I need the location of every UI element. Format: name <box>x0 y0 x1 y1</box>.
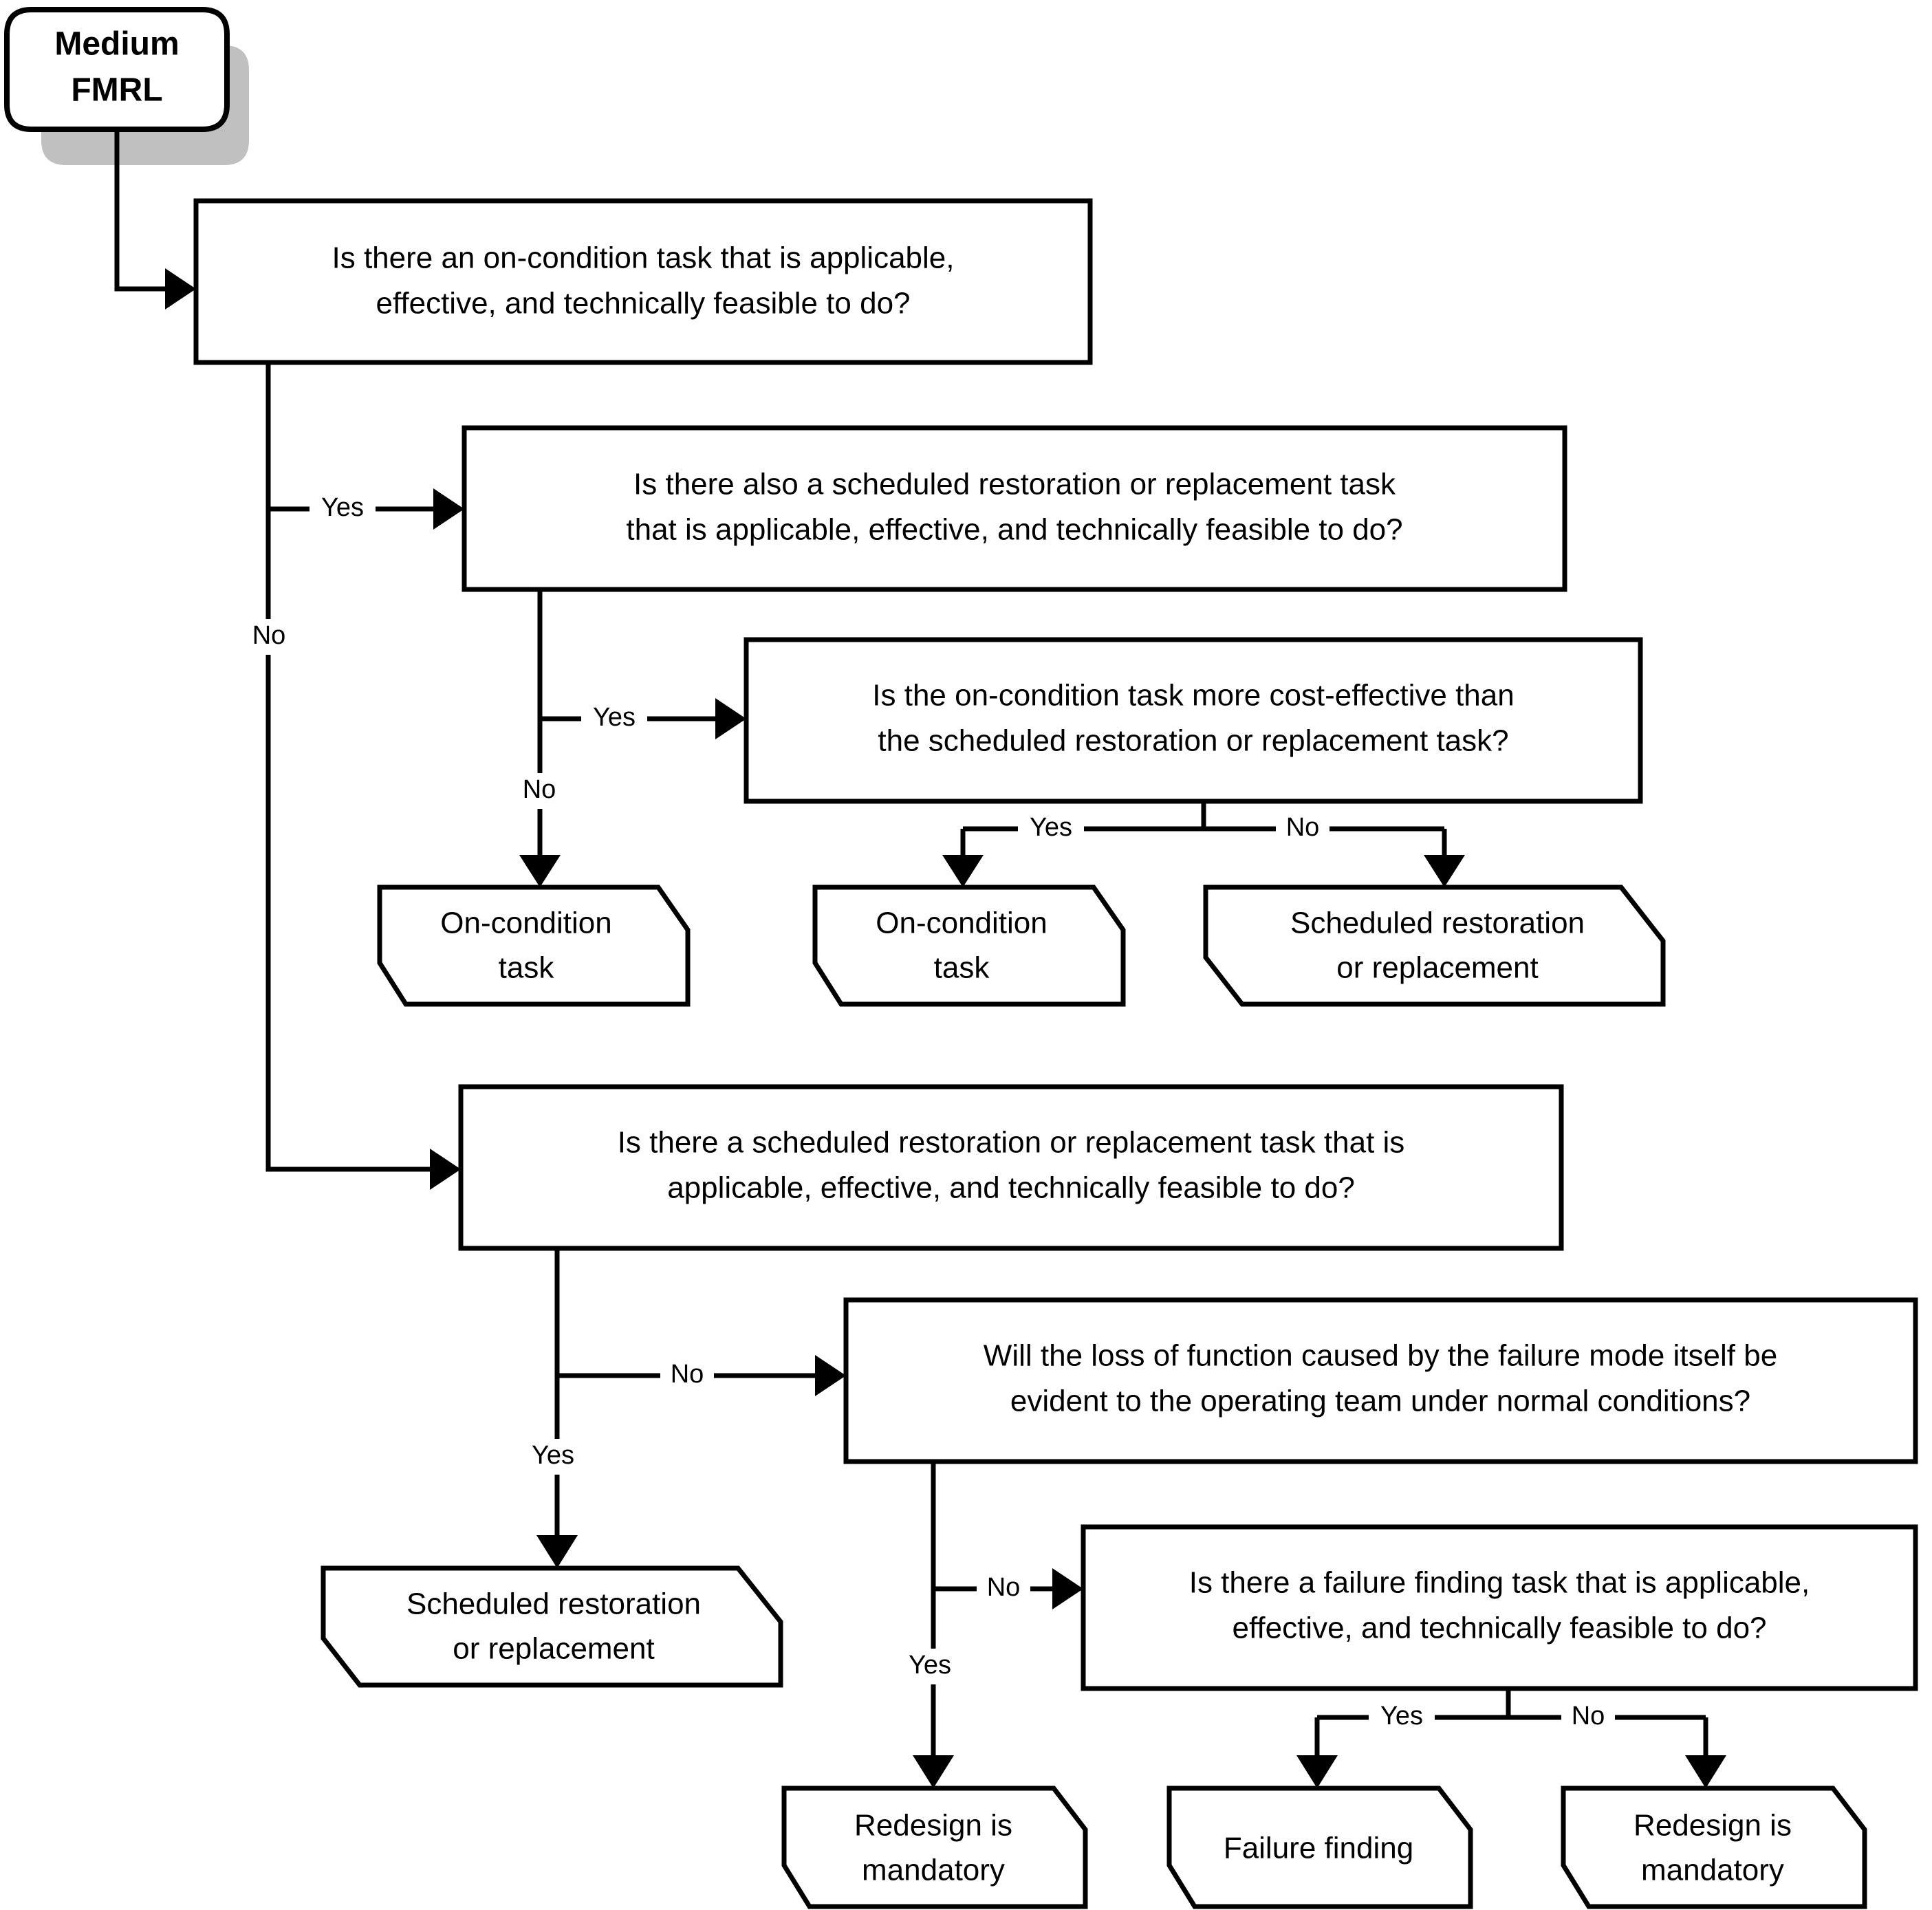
edge-label-d2-yes: Yes <box>593 703 636 732</box>
edge-label-d3-yes: Yes <box>1030 813 1072 842</box>
start-node-label-line2: FMRL <box>71 72 162 109</box>
edge-d1-no-to-d4: No <box>242 362 461 1190</box>
edge-label-d5-yes: Yes <box>909 1651 951 1680</box>
arrowhead-d6-yes-to-t6 <box>1296 1755 1338 1788</box>
edge-label-d1-yes: Yes <box>321 493 364 522</box>
arrowhead-d2-yes-to-d3 <box>715 698 746 739</box>
arrowhead-d1-yes-to-d2 <box>433 488 464 530</box>
t5-text-line2: mandatory <box>862 1854 1005 1887</box>
d3-box <box>744 637 1643 804</box>
d2-text-line1: Is there also a scheduled restoration or… <box>633 468 1396 501</box>
edge-d2-yes-to-d3: Yes <box>540 698 746 739</box>
arrowhead-d1-no-to-d4 <box>430 1149 461 1190</box>
t3-text-line1: Scheduled restoration <box>1290 907 1585 940</box>
arrowhead-d5-yes-to-t5 <box>913 1755 954 1788</box>
arrowhead-d2-no-to-t1 <box>519 855 561 887</box>
d3-text-line2: the scheduled restoration or replacement… <box>878 724 1508 758</box>
edge-d2-no-to-t1: No <box>512 589 566 887</box>
edge-d5-no-to-d6: No <box>933 1568 1083 1609</box>
edge-d1-yes-to-d2: Yes <box>268 488 464 530</box>
start-node-body <box>4 7 230 132</box>
edge-d3-branch: Yes No <box>942 801 1465 887</box>
d6-text-line1: Is there a failure finding task that is … <box>1189 1566 1810 1600</box>
t2-text-line2: task <box>934 951 990 985</box>
t5-box <box>781 1786 1088 1909</box>
edge-label-d6-yes: Yes <box>1380 1702 1423 1730</box>
edge-label-d2-no: No <box>523 775 556 804</box>
d2-box <box>462 425 1567 592</box>
t2-box <box>812 885 1126 1007</box>
t2-text-line1: On-condition <box>876 907 1047 940</box>
edge-d6-branch: Yes No <box>1296 1689 1726 1788</box>
arrowhead-d3-no-to-t3 <box>1424 855 1465 887</box>
d4-text-line1: Is there a scheduled restoration or repl… <box>618 1126 1405 1160</box>
edge-label-d4-yes: Yes <box>532 1441 574 1470</box>
t4-text-line2: or replacement <box>453 1632 654 1666</box>
edge-label-d5-no: No <box>987 1573 1021 1602</box>
arrowhead-d3-yes-to-t2 <box>942 855 984 887</box>
arrowhead-d5-no-to-d6 <box>1052 1568 1083 1609</box>
t7-text-line1: Redesign is <box>1633 1809 1792 1843</box>
t4-text-line1: Scheduled restoration <box>406 1587 701 1621</box>
d6-box <box>1081 1524 1918 1691</box>
node-decision-d2[interactable]: Is there also a scheduled restoration or… <box>462 425 1567 592</box>
node-start-medium-fmrl[interactable]: Medium FMRL <box>4 7 249 165</box>
edge-label-d6-no: No <box>1572 1702 1605 1730</box>
d3-text-line1: Is the on-condition task more cost-effec… <box>872 679 1514 713</box>
t3-box <box>1203 885 1666 1007</box>
arrowhead-d6-no-to-t7 <box>1685 1755 1726 1788</box>
node-decision-d5[interactable]: Will the loss of function caused by the … <box>843 1297 1918 1464</box>
edge-start-to-d1 <box>114 129 196 310</box>
edge-d4-yes-to-t4: Yes <box>520 1248 586 1568</box>
d4-text-line2: applicable, effective, and technically f… <box>667 1171 1355 1205</box>
node-terminal-t5[interactable]: Redesign is mandatory <box>781 1786 1088 1909</box>
t6-text-line1: Failure finding <box>1224 1832 1413 1865</box>
arrowhead-start-to-d1 <box>165 268 196 310</box>
t1-text-line2: task <box>499 951 555 985</box>
node-decision-d3[interactable]: Is the on-condition task more cost-effec… <box>744 637 1643 804</box>
node-terminal-t2[interactable]: On-condition task <box>812 885 1126 1007</box>
t1-box <box>377 885 691 1007</box>
node-decision-d4[interactable]: Is there a scheduled restoration or repl… <box>458 1084 1564 1251</box>
node-decision-d6[interactable]: Is there a failure finding task that is … <box>1081 1524 1918 1691</box>
node-decision-d1[interactable]: Is there an on-condition task that is ap… <box>193 198 1093 365</box>
arrowhead-d4-no-to-d5 <box>815 1355 846 1396</box>
t3-text-line2: or replacement <box>1336 951 1538 985</box>
edge-label-d4-no: No <box>671 1360 704 1389</box>
node-terminal-t4[interactable]: Scheduled restoration or replacement <box>321 1565 783 1688</box>
d4-box <box>458 1084 1564 1251</box>
t4-box <box>321 1565 783 1688</box>
edge-d5-yes-to-t5: Yes <box>897 1462 963 1788</box>
t7-text-line2: mandatory <box>1641 1854 1784 1887</box>
node-terminal-t1[interactable]: On-condition task <box>377 885 691 1007</box>
edge-d4-no-to-d5: No <box>557 1355 846 1396</box>
d5-box <box>843 1297 1918 1464</box>
d1-text-line2: effective, and technically feasible to d… <box>376 287 910 321</box>
start-node-label-line1: Medium <box>54 26 179 63</box>
d6-text-line2: effective, and technically feasible to d… <box>1232 1611 1766 1645</box>
t1-text-line1: On-condition <box>440 907 611 940</box>
edge-label-d1-no: No <box>252 621 286 650</box>
d2-text-line2: that is applicable, effective, and techn… <box>626 513 1402 547</box>
t5-text-line1: Redesign is <box>854 1809 1012 1843</box>
d5-text-line2: evident to the operating team under norm… <box>1010 1385 1750 1418</box>
d1-box <box>193 198 1093 365</box>
arrowhead-d4-yes-to-t4 <box>536 1535 578 1568</box>
t6-box <box>1166 1786 1473 1909</box>
d1-text-line1: Is there an on-condition task that is ap… <box>332 241 955 275</box>
node-terminal-t3[interactable]: Scheduled restoration or replacement <box>1203 885 1666 1007</box>
d5-text-line1: Will the loss of function caused by the … <box>984 1339 1777 1373</box>
node-terminal-t6[interactable]: Failure finding <box>1166 1786 1473 1909</box>
edge-label-d3-no: No <box>1286 813 1320 842</box>
t7-box <box>1561 1786 1867 1909</box>
node-terminal-t7[interactable]: Redesign is mandatory <box>1561 1786 1867 1909</box>
